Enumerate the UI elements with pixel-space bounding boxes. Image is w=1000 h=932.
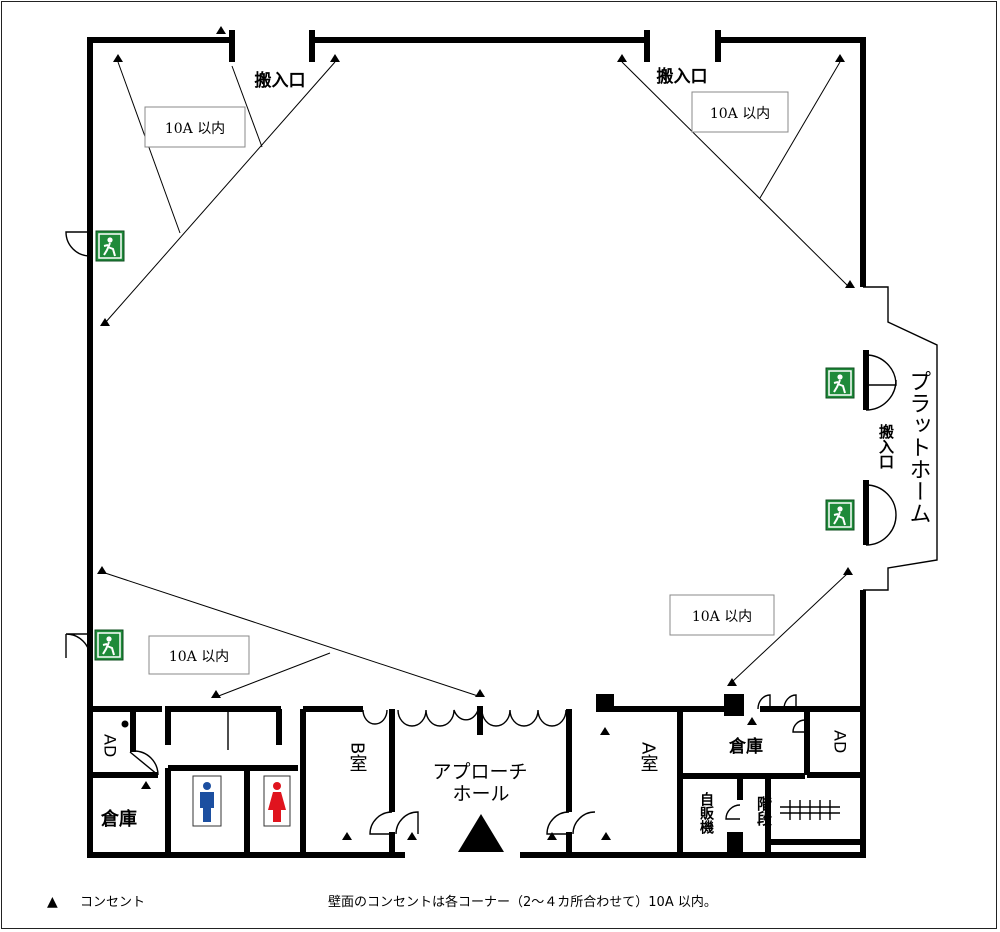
door-swings <box>65 231 897 835</box>
platform-label: プラットホーム <box>906 370 931 524</box>
room-a-label: A室 <box>638 742 659 772</box>
room-b-label: B室 <box>347 742 368 772</box>
capacity-label: 10A 以内 <box>692 609 752 625</box>
outlet-icon <box>835 54 845 62</box>
outlet-icon <box>547 832 557 840</box>
outlet-icon <box>211 690 221 698</box>
cable-lines <box>101 61 849 698</box>
stairs-steps <box>780 800 840 820</box>
outlet-icon <box>330 54 340 62</box>
loading-entrance-label: 搬入口 <box>657 66 708 87</box>
emergency-exit-sign-icon <box>94 629 124 661</box>
emergency-exit-sign-icon <box>95 230 125 262</box>
outer-walls <box>87 30 866 858</box>
emergency-exit-sign-icon <box>825 499 855 531</box>
outlet-icon <box>407 832 417 840</box>
outlet-icon <box>601 832 611 840</box>
female-restroom-icon <box>263 775 291 827</box>
footnote: 壁面のコンセントは各コーナー（2～４カ所合わせて）10A 以内。 <box>328 894 717 910</box>
outlet-icon <box>475 689 485 697</box>
outlets <box>97 26 855 840</box>
outlet-icon <box>617 54 627 62</box>
outlet-icon <box>843 567 853 575</box>
ad-label: AD <box>831 730 850 753</box>
outlet-icon <box>845 280 855 288</box>
capacity-box-top-right: 10A 以内 <box>691 91 789 133</box>
outlet-icon <box>342 832 352 840</box>
loading-entrance-label: 搬入口 <box>877 423 895 469</box>
outlet-icon <box>727 678 737 686</box>
outlet-icon <box>100 318 110 326</box>
approach-hall-label: ホール <box>452 783 509 805</box>
storage-label: 倉庫 <box>100 808 137 830</box>
ad-label: AD <box>101 734 120 757</box>
main-entrance-arrow-icon <box>458 814 504 852</box>
platform-outline <box>863 286 938 591</box>
outlet-dot <box>121 720 129 728</box>
interior-walls <box>90 694 866 858</box>
capacity-label: 10A 以内 <box>169 649 229 665</box>
capacity-box-top-left: 10A 以内 <box>144 106 246 148</box>
outlet-icon <box>600 727 610 735</box>
outlet-icon <box>216 26 226 34</box>
capacity-box-bottom-right: 10A 以内 <box>669 594 775 636</box>
emergency-exit-sign-icon <box>825 367 855 399</box>
outlet-icon <box>141 781 151 789</box>
capacity-box-bottom-left: 10A 以内 <box>148 635 250 675</box>
outlet-icon <box>113 54 123 62</box>
legend-text: コンセント <box>80 895 145 910</box>
stairs-label: 階段 <box>755 795 773 827</box>
legend-outlet-icon: ▲ <box>47 894 58 910</box>
capacity-label: 10A 以内 <box>165 121 225 137</box>
loading-entrance-label: 搬入口 <box>255 70 306 91</box>
male-restroom-icon <box>192 775 222 827</box>
outlet-icon <box>97 566 107 574</box>
approach-hall-label: アプローチ <box>432 761 527 783</box>
capacity-label: 10A 以内 <box>710 106 770 122</box>
outlet-icon <box>747 717 757 725</box>
vending-machine-label: 自販機 <box>698 791 714 835</box>
storage-label: 倉庫 <box>728 736 763 757</box>
